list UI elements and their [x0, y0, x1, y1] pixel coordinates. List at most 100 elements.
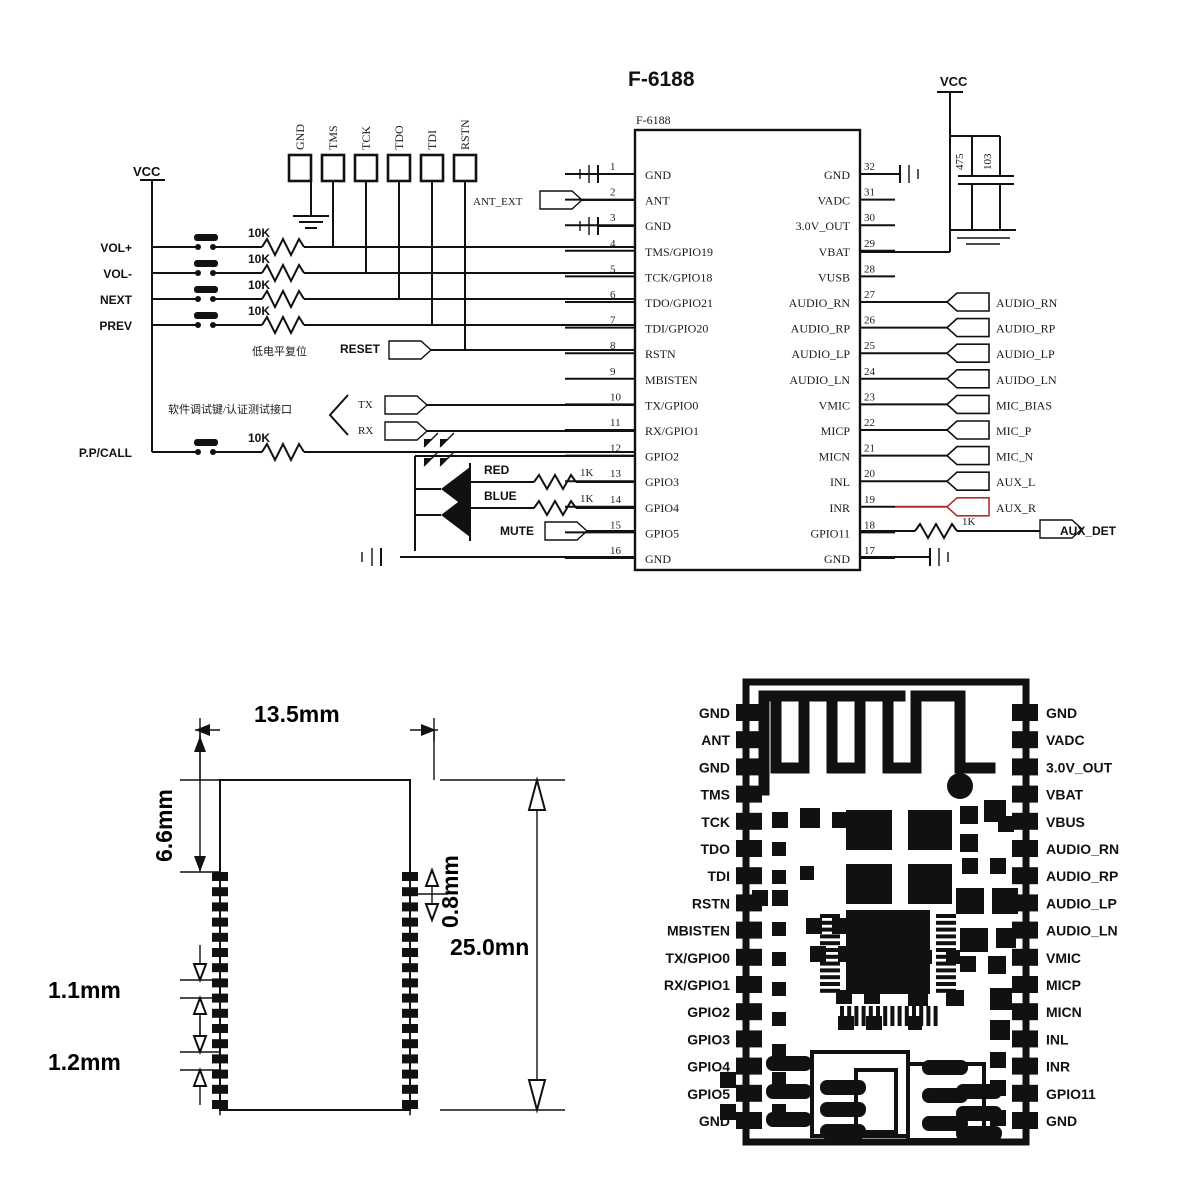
reset-net-flag: RESET [340, 340, 635, 360]
pin1-cap-symbol [579, 165, 635, 183]
module-pad[interactable] [1012, 921, 1038, 939]
module-pad[interactable] [736, 1003, 762, 1021]
connector-label: AUDIO_RP [996, 322, 1056, 336]
component-pad [908, 810, 952, 850]
module-pad[interactable] [736, 704, 762, 721]
module-pad[interactable] [1012, 1030, 1038, 1048]
pad-column-left [212, 866, 228, 1116]
component-pad [772, 1012, 786, 1026]
pin-number: 21 [864, 443, 875, 455]
pin-number: 19 [864, 494, 876, 506]
module-pad[interactable] [1012, 976, 1038, 993]
module-pad[interactable] [736, 785, 762, 803]
pin-name: TDO/GPIO21 [645, 296, 713, 310]
module-pad[interactable] [1012, 1003, 1038, 1021]
jtag-pin[interactable]: GND [287, 124, 313, 183]
module-pad[interactable] [736, 840, 762, 857]
module-pad[interactable] [1012, 1057, 1038, 1075]
pin-name: GPIO2 [645, 450, 679, 464]
ic-reference-label: F-6188 [636, 113, 671, 127]
pin-name: GND [645, 168, 671, 182]
module-pad[interactable] [736, 1084, 762, 1102]
module-pad[interactable] [736, 976, 762, 993]
component-pad [908, 1016, 922, 1030]
audio-connector: MIC_P [895, 420, 1032, 440]
module-pin-label-left: RX/GPIO1 [664, 977, 730, 993]
module-pad[interactable] [736, 1030, 762, 1048]
module-pin-label-left: ANT [701, 732, 730, 748]
module-pad[interactable] [1012, 704, 1038, 721]
component-pad [866, 1016, 882, 1030]
module-pad[interactable] [1012, 1084, 1038, 1102]
component-pad [990, 858, 1006, 874]
pin-name: GPIO5 [645, 526, 679, 540]
module-pad[interactable] [1012, 758, 1038, 776]
pin-name: INR [829, 501, 850, 515]
module-pad[interactable] [1012, 812, 1038, 830]
jtag-pad[interactable] [353, 153, 379, 183]
module-pad[interactable] [736, 921, 762, 939]
connector-flag [945, 497, 990, 517]
qfn-finger [820, 920, 840, 925]
module-pad[interactable] [1012, 785, 1038, 803]
button-circuit[interactable]: VOL+10K [100, 226, 635, 258]
component-pad-long [956, 1084, 1002, 1099]
pullup-resistor [261, 288, 305, 310]
component-pad [998, 816, 1014, 832]
led-red-resistor-value: 1K [580, 467, 594, 479]
pin-name: AUDIO_LN [789, 373, 850, 387]
qfn-finger [820, 975, 840, 980]
connector-flag [945, 445, 990, 466]
module-pad[interactable] [1012, 948, 1038, 966]
component-pad [806, 918, 822, 934]
module-pin-label-right: 3.0V_OUT [1046, 759, 1113, 775]
pin-name: MICP [821, 424, 851, 438]
module-pad[interactable] [1012, 867, 1038, 885]
module-pad[interactable] [1012, 731, 1038, 749]
component-pad [960, 806, 978, 824]
note-debug-interface: 软件调试键/认证测试接口 [168, 402, 292, 416]
module-labels-left: GNDANTGNDTMSTCKTDOTDIRSTNMBISTENTX/GPIO0… [664, 705, 731, 1129]
jtag-pad[interactable] [386, 153, 412, 183]
switch-terminal-a [195, 296, 201, 302]
component-pad-long [922, 1116, 968, 1131]
pin-number: 2 [610, 187, 616, 199]
jtag-pad[interactable] [320, 153, 346, 183]
module-pad[interactable] [1012, 1112, 1038, 1129]
ic-pin-right: 303.0V_OUT [796, 212, 895, 233]
module-pad[interactable] [736, 731, 762, 749]
pin-name: INL [830, 475, 850, 489]
resistor-value: 10K [248, 252, 270, 266]
module-pad[interactable] [736, 758, 762, 776]
qfn-finger [890, 1006, 895, 1026]
module-pad[interactable] [736, 867, 762, 885]
module-pad[interactable] [736, 1057, 762, 1075]
module-pad[interactable] [736, 948, 762, 966]
qfn-finger [936, 941, 956, 946]
pin-number: 23 [864, 391, 876, 403]
module-pad[interactable] [1012, 840, 1038, 857]
module-pad[interactable] [736, 812, 762, 830]
led-indicator-group: RED BLUE 1K 1K [414, 432, 635, 551]
jtag-pad[interactable] [419, 153, 445, 183]
button-circuit[interactable]: VOL-10K [103, 252, 635, 284]
pin-number: 11 [610, 417, 621, 429]
module-pad[interactable] [736, 894, 762, 912]
jtag-pad[interactable] [287, 153, 313, 183]
jtag-pad[interactable] [452, 153, 478, 183]
module-pad[interactable] [736, 1112, 762, 1129]
module-pad[interactable] [1012, 894, 1038, 912]
pin-number: 22 [864, 417, 875, 429]
note-low-level-reset: 低电平复位 [252, 344, 307, 358]
jtag-pin[interactable]: RSTN [452, 119, 478, 350]
